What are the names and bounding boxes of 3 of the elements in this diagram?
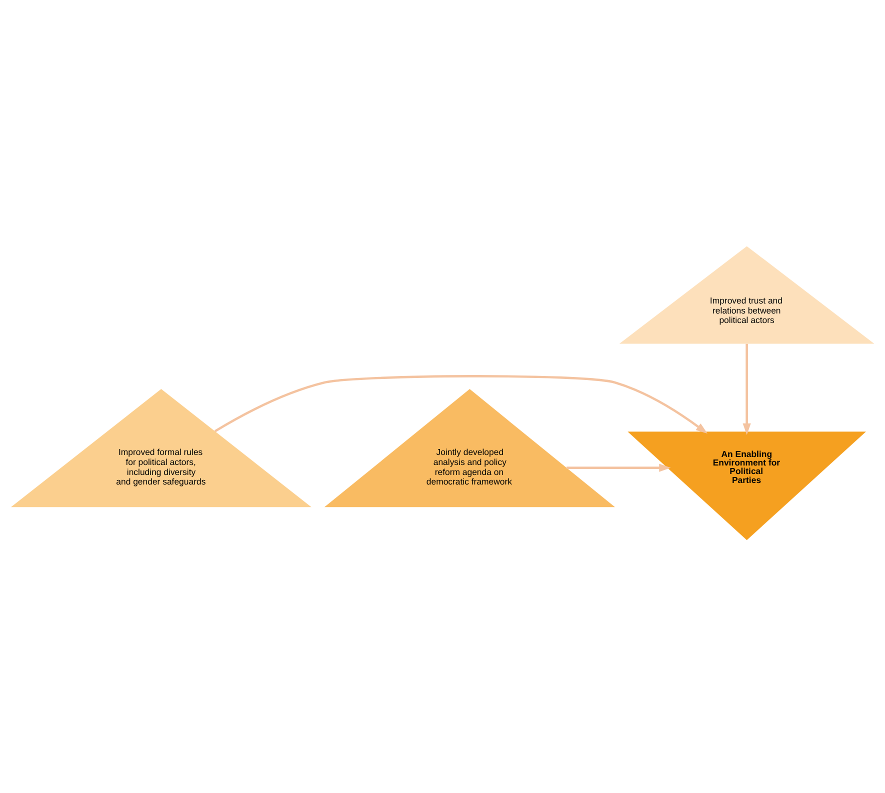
arrow — [742, 344, 751, 435]
arrow — [214, 375, 708, 434]
arrow — [566, 464, 671, 472]
